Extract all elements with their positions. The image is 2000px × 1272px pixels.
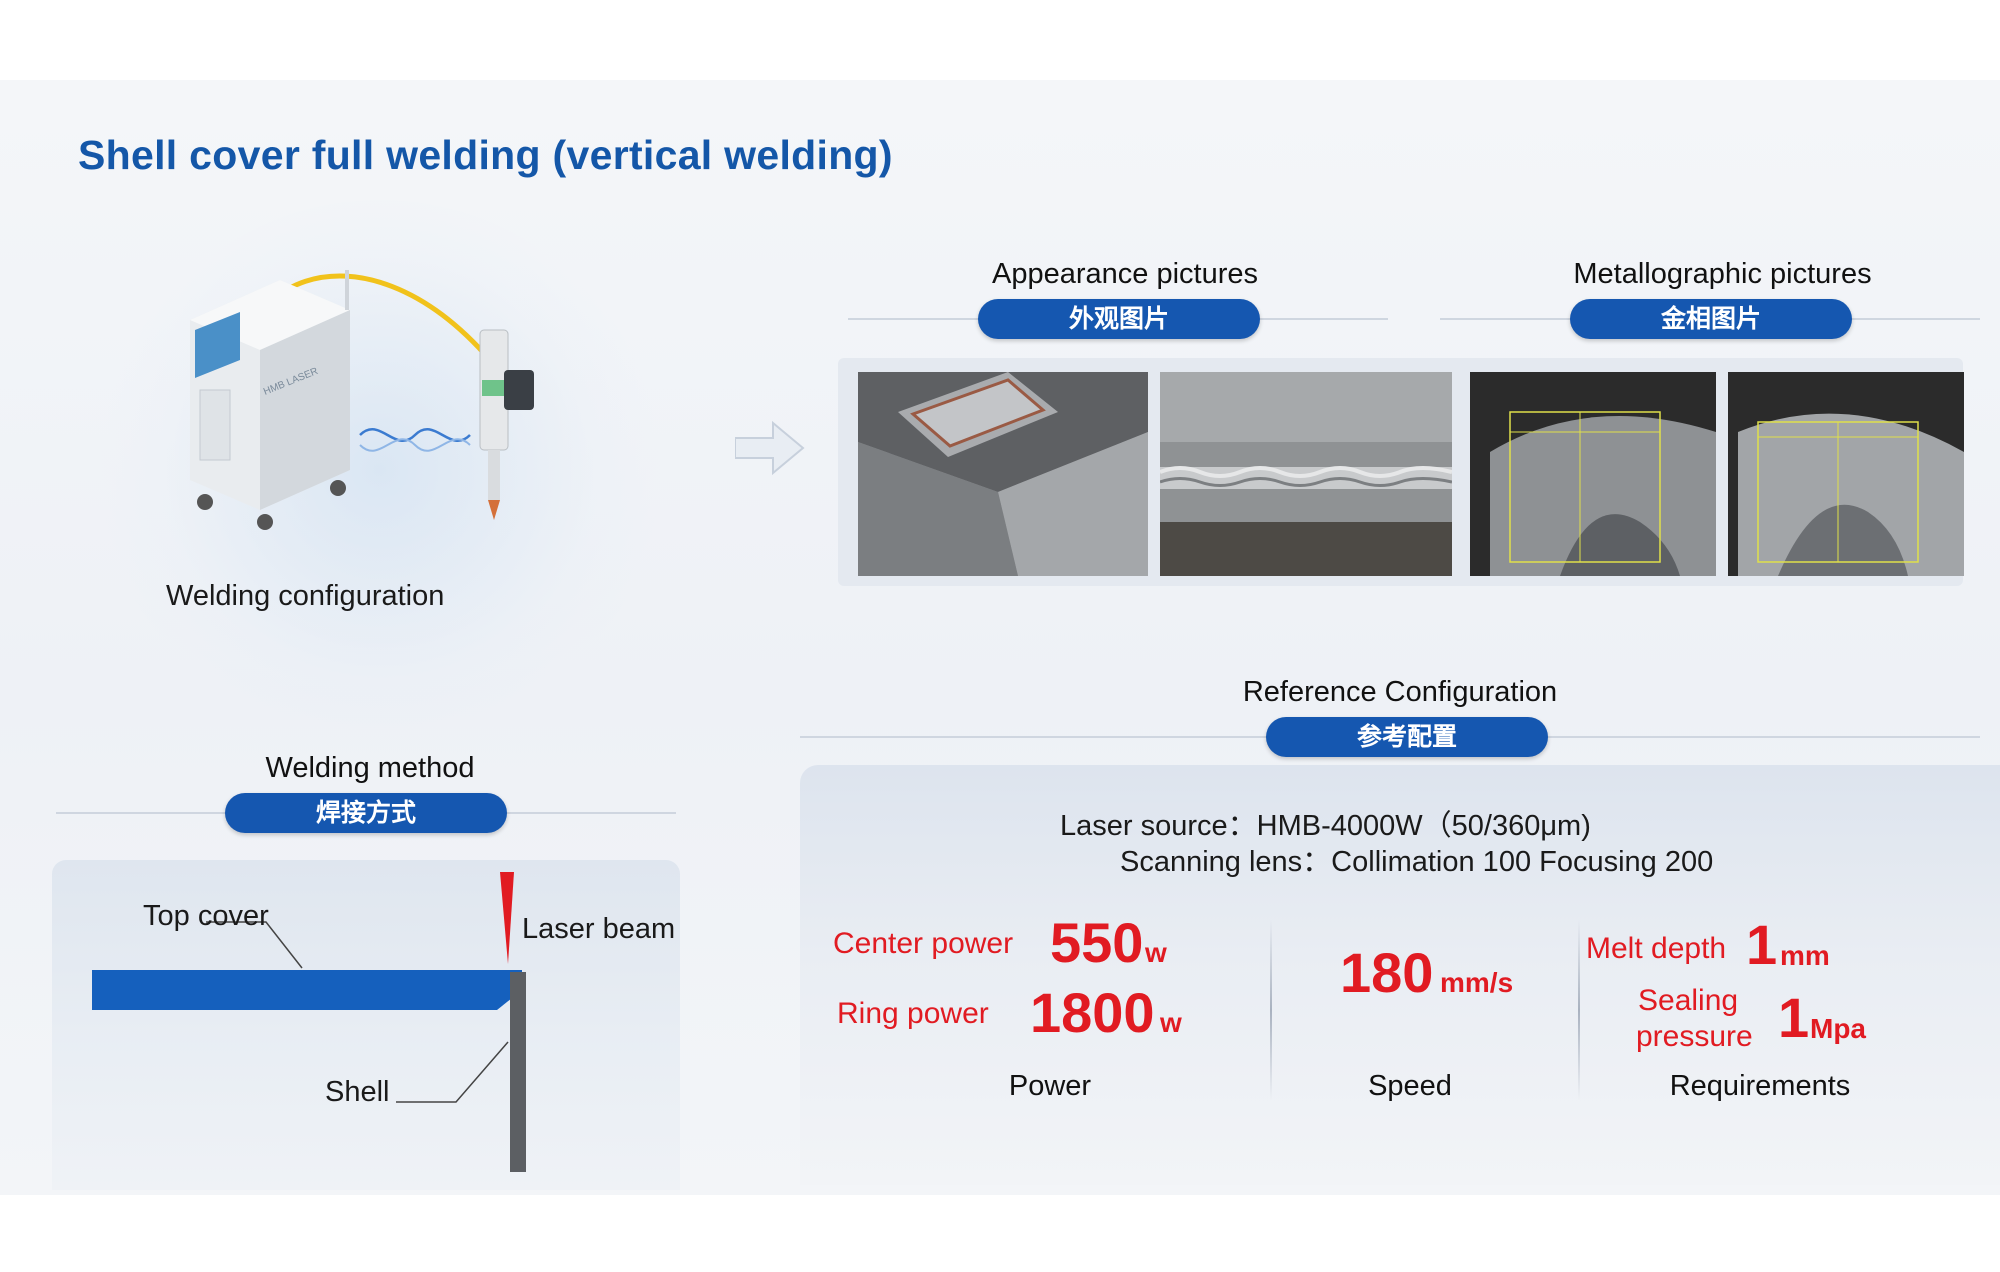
slide: Shell cover full welding (vertical weldi…: [0, 80, 2000, 1195]
welding-machine-illustration: HMB LASER: [190, 270, 534, 530]
laser-source-line: Laser source：HMB-4000W（50/360μm): [1060, 802, 1591, 844]
appearance-title: Appearance pictures: [992, 258, 1258, 290]
center-power-value: 550: [1050, 911, 1144, 974]
requirements-caption: Requirements: [1669, 1070, 1851, 1102]
welding-method-pill: 焊接方式: [225, 793, 507, 833]
laser-source-label: Laser source：: [1060, 810, 1257, 842]
sealing-label-1: Sealing: [1638, 984, 1739, 1017]
center-power-label: Center power: [833, 927, 1014, 960]
metallographic-pill: 金相图片: [1570, 299, 1852, 339]
metallographic-title: Metallographic pictures: [1573, 258, 1872, 290]
center-power-unit: w: [1145, 937, 1167, 968]
ring-power-value: 1800: [1030, 981, 1155, 1044]
appearance-pill: 外观图片: [978, 299, 1260, 339]
sealing-pressure-unit: Mpa: [1810, 1013, 1866, 1044]
speed-caption: Speed: [1368, 1070, 1452, 1102]
arrow-right-icon: [735, 420, 805, 476]
divider-2: [1578, 920, 1580, 1100]
power-caption: Power: [1008, 1070, 1092, 1102]
melt-depth-unit: mm: [1780, 940, 1830, 971]
welding-configuration-caption: Welding configuration: [166, 580, 445, 612]
welding-method-panel: [52, 860, 680, 1190]
welding-method-diagram: [92, 872, 526, 1172]
ring-power-unit: w: [1160, 1007, 1182, 1038]
reference-pill: 参考配置: [1266, 717, 1548, 757]
melt-depth-value: 1: [1746, 913, 1778, 976]
metallographic-photo-1: [1470, 372, 1716, 576]
sealing-pressure-value: 1: [1778, 986, 1810, 1049]
reference-panel: [800, 765, 2000, 1185]
metallographic-photo-2: [1728, 372, 1964, 576]
laser-source-value: HMB-4000W（50/360μm): [1256, 810, 1591, 842]
appearance-photo-corner: [858, 372, 1148, 576]
scanning-lens-line: Scanning lens：Collimation 100 Focusing 2…: [1120, 846, 1714, 878]
welding-method-title: Welding method: [265, 752, 475, 784]
appearance-photo-seam: [1160, 372, 1452, 576]
speed-value: 180: [1340, 941, 1434, 1004]
top-cover-label: Top cover: [143, 900, 269, 932]
ring-power-label: Ring power: [837, 997, 989, 1030]
sealing-label-2: pressure: [1636, 1020, 1753, 1053]
page-title: Shell cover full welding (vertical weldi…: [78, 132, 893, 178]
laser-beam-label: Laser beam: [522, 913, 676, 945]
speed-unit: mm/s: [1440, 967, 1514, 998]
shell-label: Shell: [325, 1076, 390, 1108]
reference-title: Reference Configuration: [1242, 676, 1558, 708]
divider-1: [1270, 920, 1272, 1100]
melt-depth-label: Melt depth: [1586, 932, 1727, 965]
